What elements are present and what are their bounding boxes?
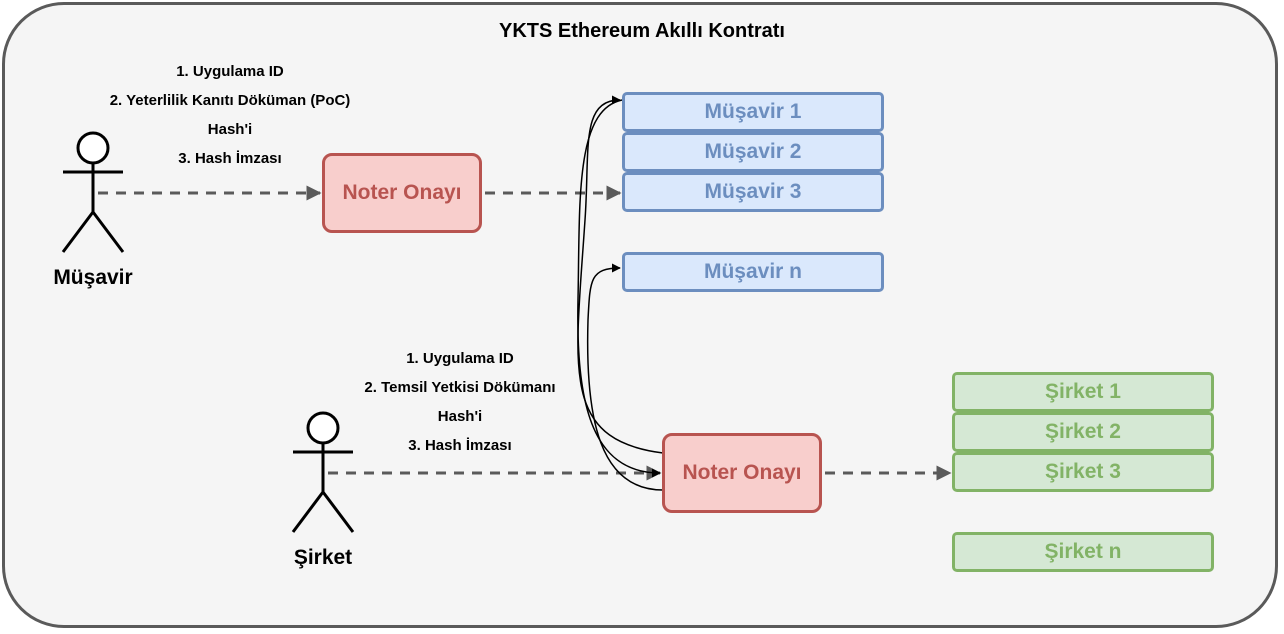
- sirket-note-line: 3. Hash İmzası: [408, 437, 512, 454]
- curve-musavir1-to-noter: [577, 99, 661, 478]
- sirket-3-box[interactable]: Şirket 3: [952, 452, 1214, 492]
- musavir-3-box[interactable]: Müşavir 3: [622, 172, 884, 212]
- curve-noter-to-musavirn: [586, 263, 664, 491]
- sirket-note: 1. Uygulama ID 2. Temsil Yetkisi Döküman…: [310, 344, 610, 460]
- musavir-note-line: 2. Yeterlilik Kanıtı Döküman (PoC): [109, 92, 351, 109]
- musavir-note: 1. Uygulama ID 2. Yeterlilik Kanıtı Dökü…: [70, 57, 390, 173]
- sirket-note-line: 2. Temsil Yetkisi Dökümanı: [364, 379, 556, 396]
- noter-onayi-musavir[interactable]: Noter Onayı: [322, 153, 482, 233]
- musavir-actor-figure: [61, 131, 125, 253]
- musavir-note-line: 3. Hash İmzası: [178, 150, 282, 167]
- sirket-2-box[interactable]: Şirket 2: [952, 412, 1214, 452]
- musavir-actor-label: Müşavir: [53, 266, 133, 289]
- musavir-note-line: 1. Uygulama ID: [176, 63, 284, 80]
- musavir-2-box[interactable]: Müşavir 2: [622, 132, 884, 172]
- diagram-title: YKTS Ethereum Akıllı Kontratı: [499, 20, 785, 42]
- musavir-1-box[interactable]: Müşavir 1: [622, 92, 884, 132]
- sirket-note-line: 1. Uygulama ID: [406, 350, 514, 367]
- musavir-n-box[interactable]: Müşavir n: [622, 252, 884, 292]
- curve-noter-to-musavir1: [577, 95, 664, 454]
- sirket-1-box[interactable]: Şirket 1: [952, 372, 1214, 412]
- sirket-note-line: Hash'i: [437, 408, 483, 425]
- sirket-n-box[interactable]: Şirket n: [952, 532, 1214, 572]
- sirket-actor-label: Şirket: [293, 546, 353, 569]
- sirket-actor-figure: [291, 411, 355, 533]
- musavir-note-line: Hash'i: [207, 121, 253, 138]
- noter-onayi-sirket[interactable]: Noter Onayı: [662, 433, 822, 513]
